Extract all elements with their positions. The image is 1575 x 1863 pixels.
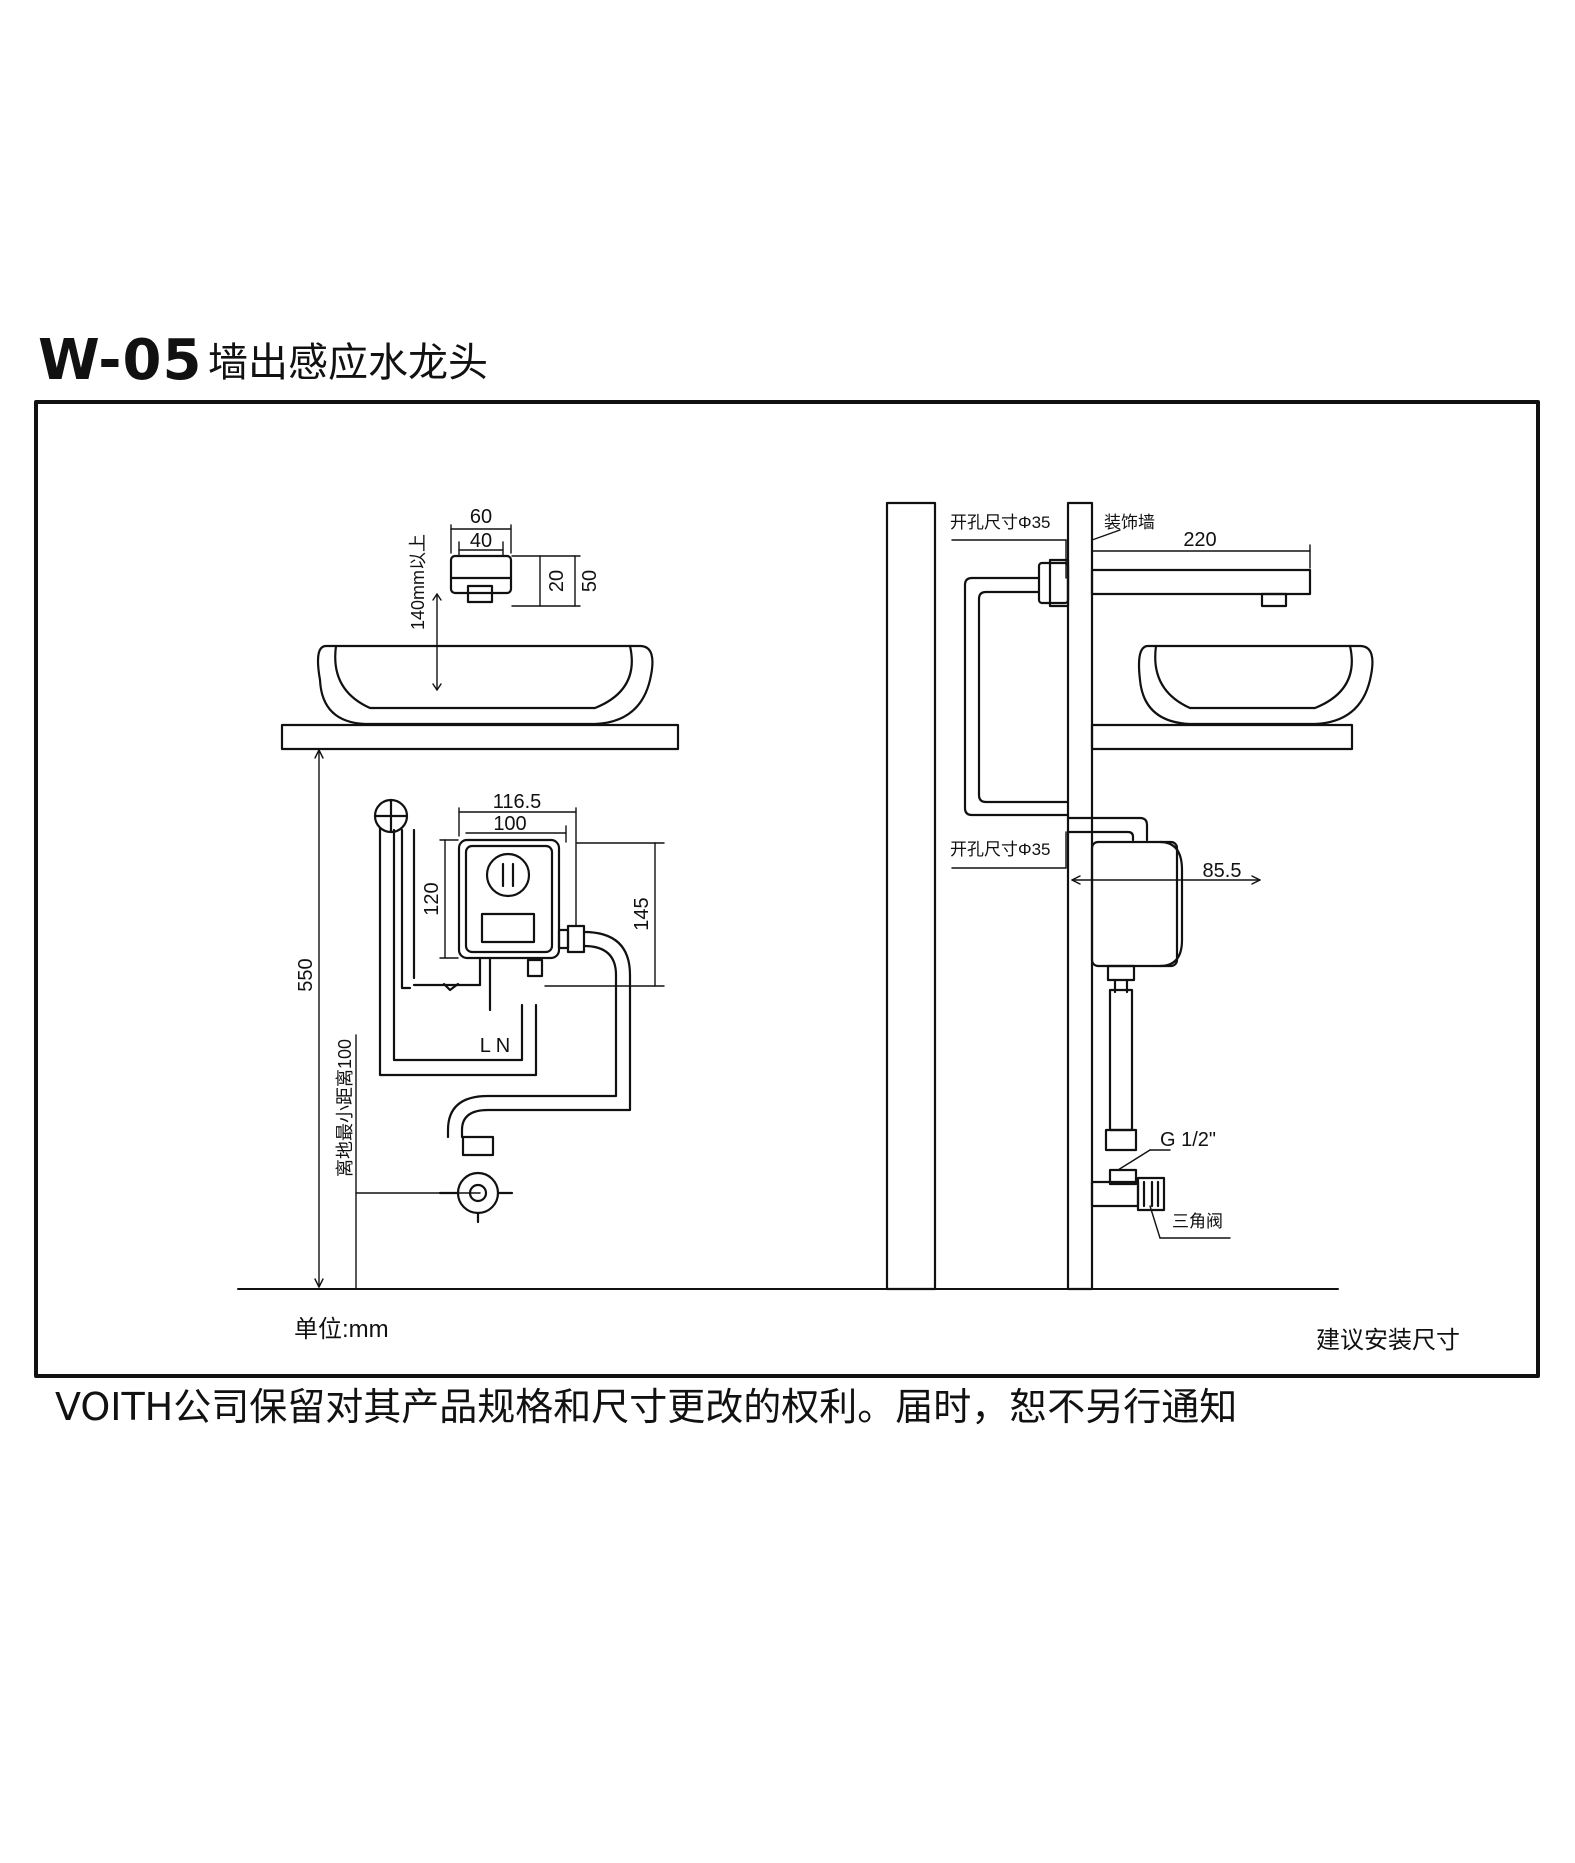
basin-side <box>1137 644 1374 726</box>
counter-height-dimension <box>314 749 481 1290</box>
model-number: W-05 <box>38 328 203 393</box>
dim-counter-height: 550 <box>295 958 317 991</box>
countertop-left <box>280 723 680 751</box>
power-label: L N <box>480 1035 510 1057</box>
hole-size-upper: 开孔尺寸Φ35 <box>950 513 1050 532</box>
box-dimensions <box>439 807 665 987</box>
unit-label: 单位:mm <box>294 1316 389 1343</box>
basin-front <box>316 644 654 726</box>
dim-min-floor-distance: 离地最小距离100 <box>335 1039 355 1177</box>
right-annotations <box>951 529 1311 1239</box>
angle-valve-label: 三角阀 <box>1172 1212 1223 1231</box>
angle-valve-side <box>1090 1168 1166 1212</box>
dim-spout-length: 220 <box>1183 529 1216 551</box>
dim-faucet-height-outer: 50 <box>579 570 601 592</box>
decor-wall-label: 装饰墙 <box>1104 513 1155 532</box>
dim-box-height-total: 145 <box>631 897 653 930</box>
angle-valve-front <box>438 1135 514 1224</box>
dim-faucet-height-inner: 20 <box>546 570 568 592</box>
right-caption: 建议安装尺寸 <box>1316 1327 1460 1354</box>
faucet-side <box>1037 558 1312 608</box>
countertop-right <box>1090 723 1354 751</box>
drawing-frame <box>34 400 1540 1378</box>
supply-pipe-left <box>373 798 538 1077</box>
dim-box-width-inner: 100 <box>493 813 526 835</box>
footer-notice: VOITH公司保留对其产品规格和尺寸更改的权利。届时，恕不另行通知 <box>55 1385 1238 1429</box>
decorative-wall <box>1066 501 1094 1291</box>
faucet-front <box>449 554 513 604</box>
dim-faucet-width-inner: 40 <box>470 530 492 552</box>
valve-box-side <box>1090 840 1184 1152</box>
dim-faucet-above-basin: 140mm以上 <box>408 534 428 630</box>
hole-size-lower: 开孔尺寸Φ35 <box>950 840 1050 859</box>
faucet-dimensions <box>432 524 581 691</box>
dim-box-height: 120 <box>421 882 443 915</box>
hose-right <box>963 576 1149 842</box>
main-wall <box>885 501 937 1291</box>
left-front-view: 60 40 20 50 140mm以上 550 离地最小距离100 <box>280 506 680 1343</box>
right-side-view: 开孔尺寸Φ35 装饰墙 220 开孔尺寸Φ35 85.5 G 1/2" 三角阀 … <box>885 501 1460 1354</box>
dim-box-depth: 85.5 <box>1203 860 1242 882</box>
dim-box-width-outer: 116.5 <box>493 791 542 813</box>
dim-faucet-width-outer: 60 <box>470 506 492 528</box>
product-name: 墙出感应水龙头 <box>208 340 488 386</box>
valve-box-front <box>412 838 632 1139</box>
thread-size: G 1/2" <box>1160 1129 1216 1151</box>
